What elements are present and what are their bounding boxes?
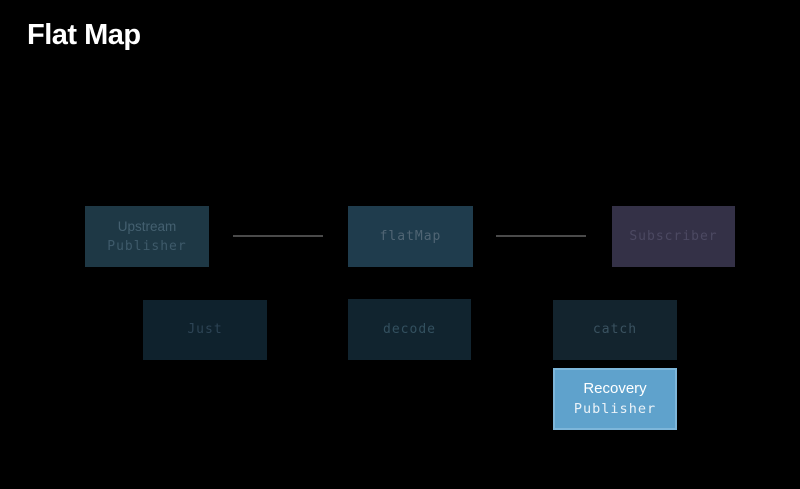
- node-recovery-publisher: Recovery Publisher: [553, 368, 677, 430]
- node-flatmap: flatMap: [348, 206, 473, 267]
- decode-label: decode: [383, 321, 436, 337]
- connector-upstream-to-flatmap: [233, 235, 323, 237]
- node-decode: decode: [348, 299, 471, 360]
- node-upstream-publisher: Upstream Publisher: [85, 206, 209, 267]
- node-just: Just: [143, 300, 267, 360]
- node-subscriber: Subscriber: [612, 206, 735, 267]
- upstream-subtitle-label: Publisher: [107, 238, 187, 254]
- recovery-title-label: Recovery: [583, 380, 647, 397]
- page-title: Flat Map: [27, 19, 141, 51]
- node-catch: catch: [553, 300, 677, 360]
- catch-label: catch: [592, 322, 638, 337]
- recovery-subtitle-label: Publisher: [573, 401, 657, 417]
- flatmap-label: flatMap: [379, 228, 442, 244]
- subscriber-label: Subscriber: [629, 228, 718, 244]
- connector-flatmap-to-subscriber: [496, 235, 586, 237]
- upstream-title-label: Upstream: [117, 218, 177, 234]
- just-label: Just: [187, 322, 223, 337]
